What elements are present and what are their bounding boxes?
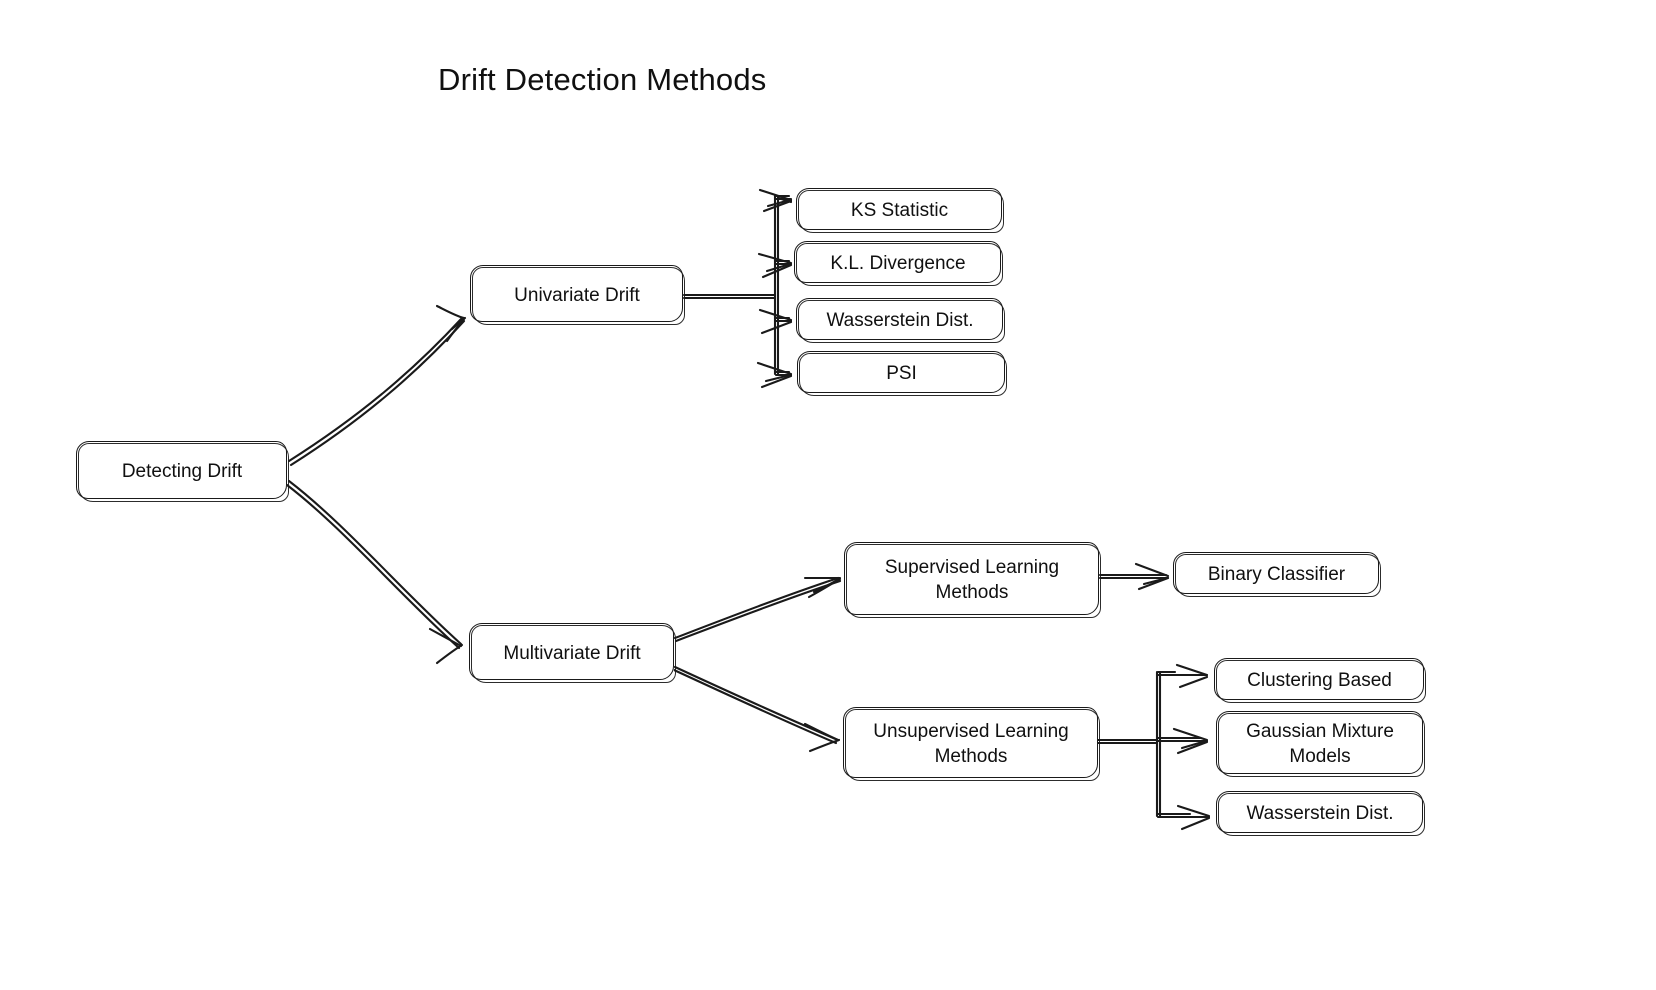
node-gaussian-mixture-models[interactable]: Gaussian Mixture Models (1216, 711, 1425, 777)
node-wasserstein-distance-univariate[interactable]: Wasserstein Dist. (796, 298, 1005, 343)
edge-root-to-multivariate (285, 479, 464, 665)
node-binary-classifier[interactable]: Binary Classifier (1173, 552, 1381, 597)
node-label: Unsupervised Learning Methods (873, 721, 1069, 767)
node-unsupervised-learning-methods[interactable]: Unsupervised Learning Methods (843, 707, 1100, 781)
edge-root-to-univariate (287, 304, 467, 467)
node-ks-statistic[interactable]: KS Statistic (796, 188, 1004, 233)
node-label: Univariate Drift (514, 284, 640, 306)
edge-unsupervised-tree (1095, 663, 1211, 831)
node-kl-divergence[interactable]: K.L. Divergence (794, 241, 1003, 286)
node-label: Gaussian Mixture Models (1246, 721, 1394, 767)
node-label: K.L. Divergence (830, 253, 966, 274)
edge-supervised-to-binary-classifier (1098, 562, 1170, 591)
node-label: Wasserstein Dist. (1246, 803, 1394, 824)
edge-multivariate-to-supervised (673, 576, 842, 643)
edge-univariate-tree (682, 188, 793, 389)
edge-multivariate-to-unsupervised (672, 665, 841, 753)
node-label: Clustering Based (1247, 670, 1392, 691)
node-detecting-drift[interactable]: Detecting Drift (76, 441, 289, 502)
node-label: Multivariate Drift (503, 642, 641, 664)
node-label: Wasserstein Dist. (826, 310, 974, 331)
node-label: Supervised Learning Methods (884, 557, 1060, 603)
node-clustering-based[interactable]: Clustering Based (1214, 658, 1426, 703)
node-multivariate-drift[interactable]: Multivariate Drift (469, 623, 676, 683)
node-univariate-drift[interactable]: Univariate Drift (470, 265, 685, 325)
node-label: KS Statistic (850, 200, 949, 221)
node-label: Detecting Drift (121, 461, 243, 482)
node-psi[interactable]: PSI (797, 351, 1007, 396)
node-wasserstein-distance-multivariate[interactable]: Wasserstein Dist. (1216, 791, 1425, 836)
page-title: Drift Detection Methods (438, 62, 767, 97)
node-label: Binary Classifier (1207, 564, 1346, 585)
node-supervised-learning-methods[interactable]: Supervised Learning Methods (844, 542, 1101, 618)
node-label: PSI (886, 363, 917, 384)
